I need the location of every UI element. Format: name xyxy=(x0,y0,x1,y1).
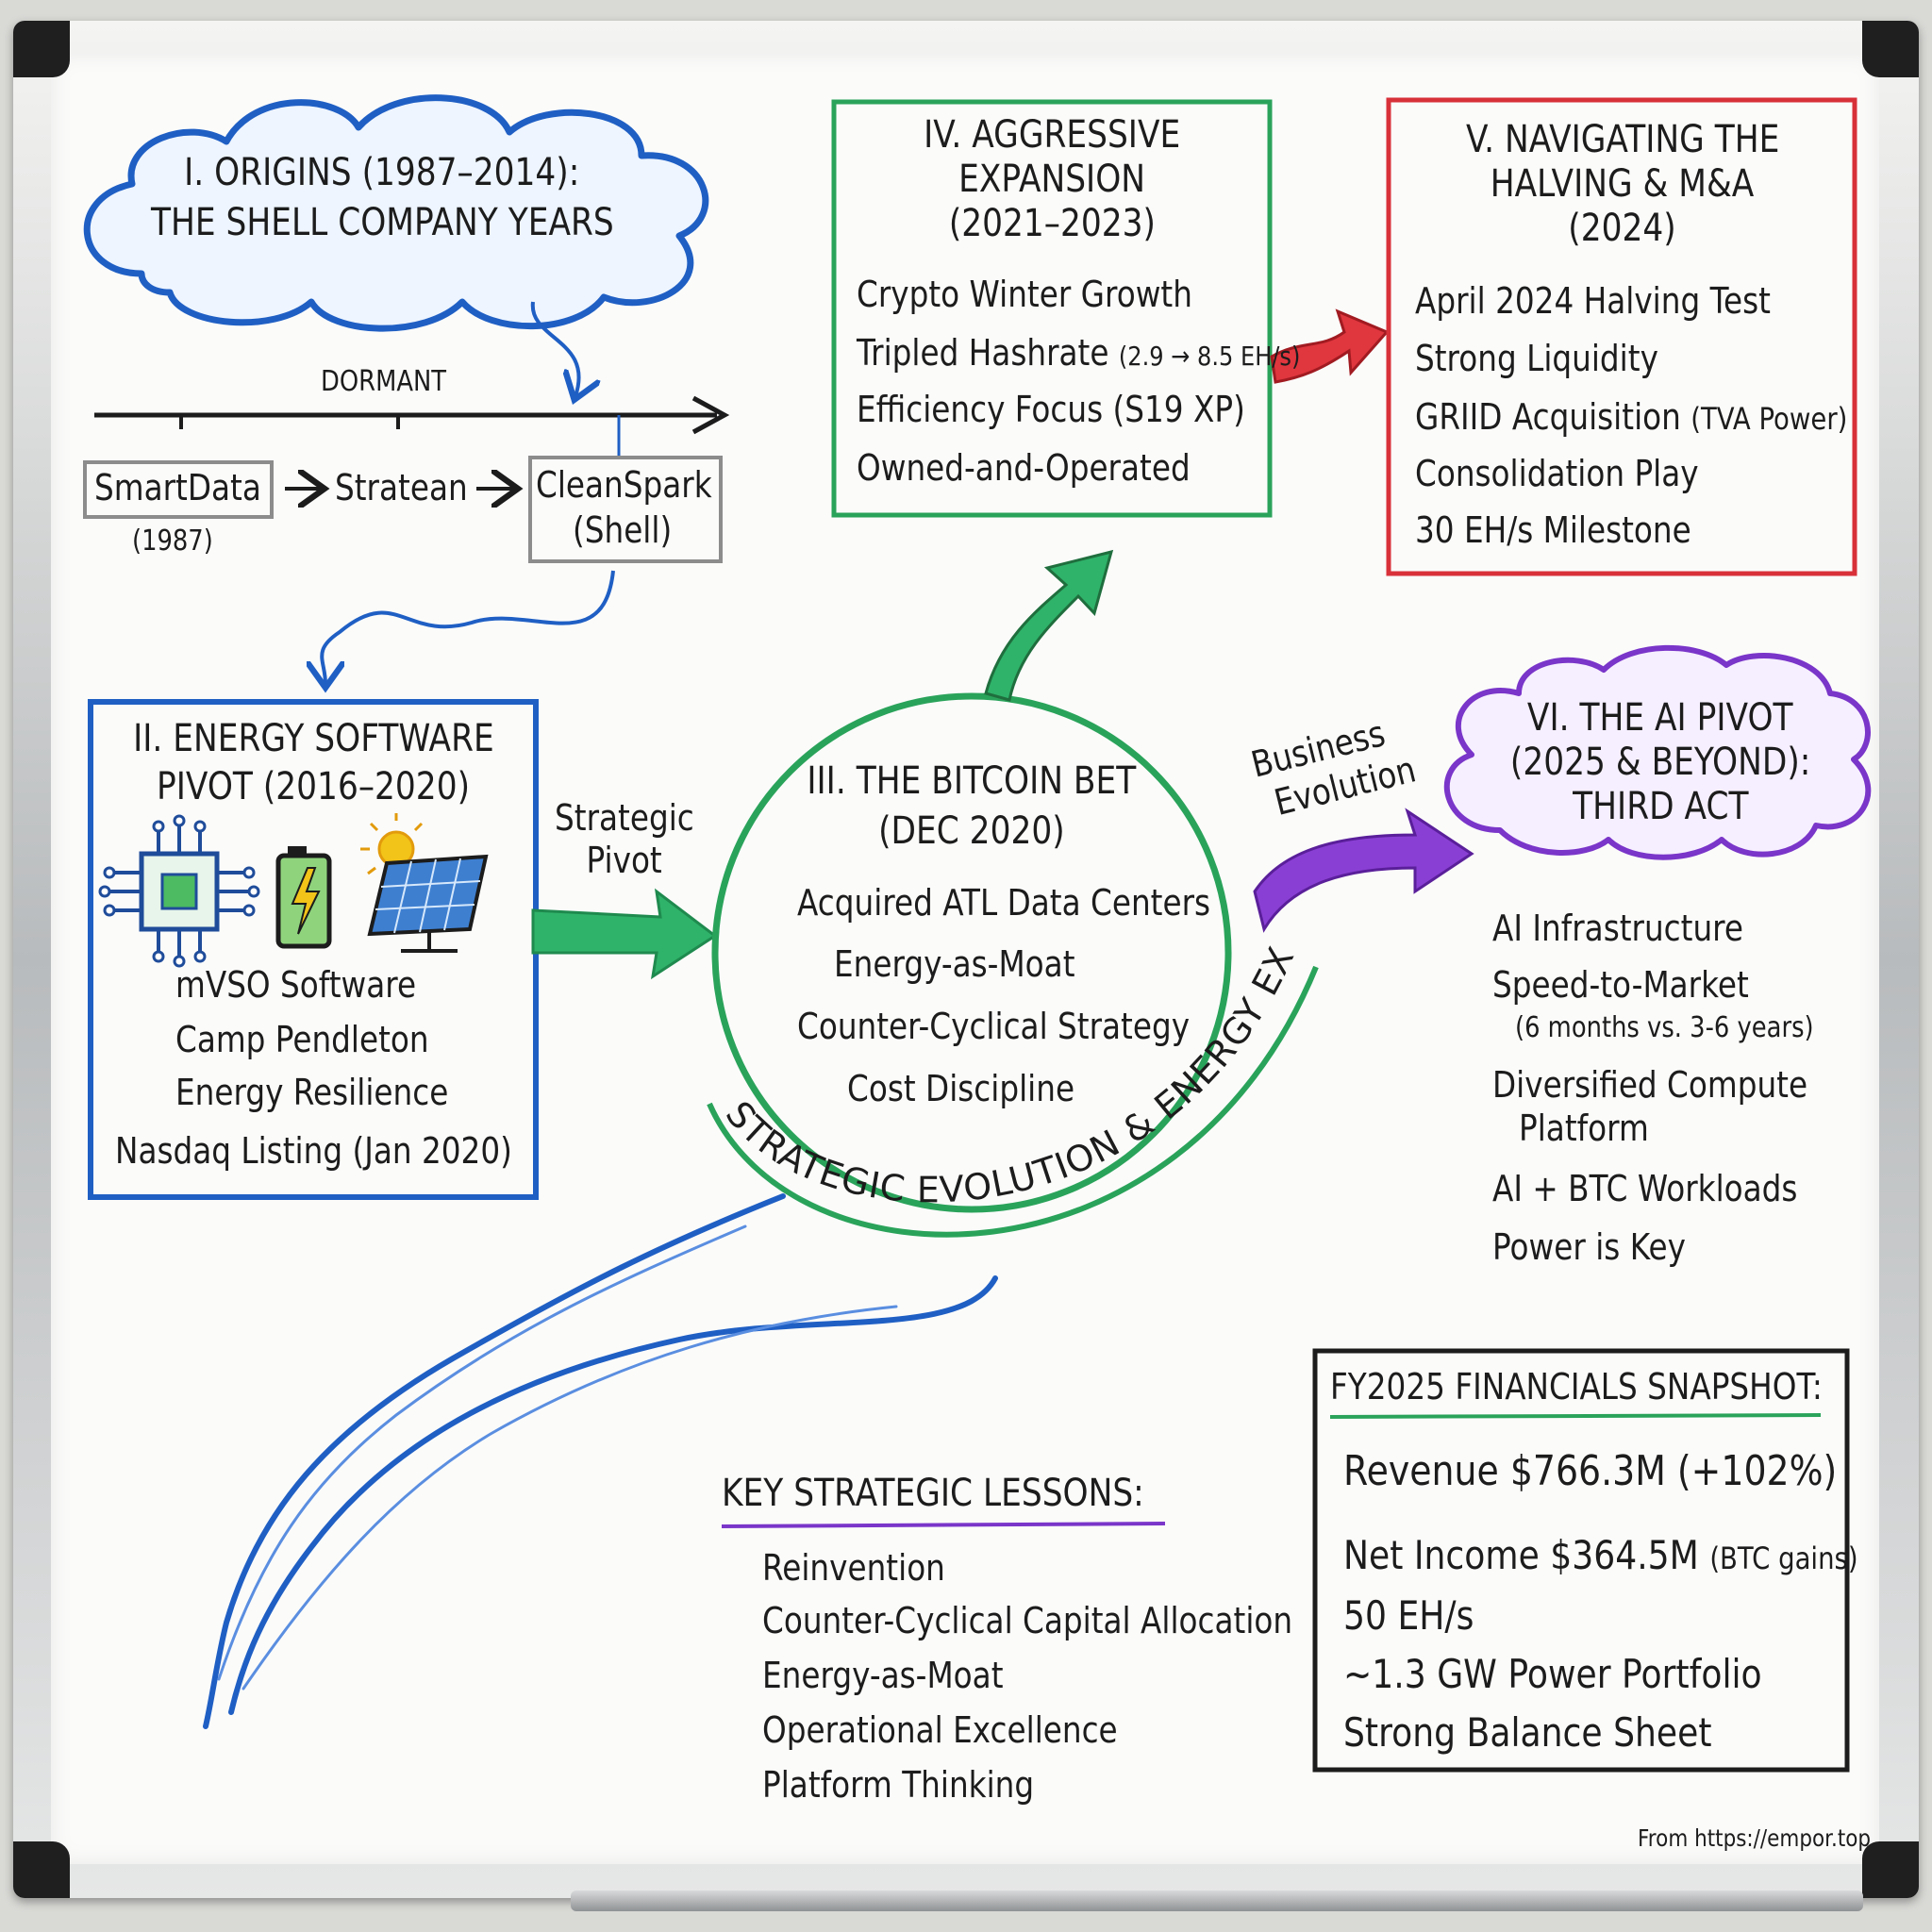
expansion-hashrate: Tripled Hashrate (2.9 → 8.5 EH/s) xyxy=(857,332,1301,374)
lesson-item-5: Platform Thinking xyxy=(762,1764,1035,1806)
blue-swoosh xyxy=(203,1193,998,1729)
smartdata-box xyxy=(83,460,274,519)
ai-pivot-title: VI. THE AI PIVOT (2025 & BEYOND): THIRD … xyxy=(1509,696,1811,829)
dormant-label: DORMANT xyxy=(321,365,447,398)
lessons-underline xyxy=(721,1522,1166,1528)
lessons-title: KEY STRATEGIC LESSONS: xyxy=(722,1472,1144,1515)
shell-to-software-arrow xyxy=(322,570,615,684)
financials-power: ~1.3 GW Power Portfolio xyxy=(1343,1651,1762,1697)
cleanspark-box xyxy=(528,456,723,563)
bitcoin-item-4: Cost Discipline xyxy=(847,1068,1075,1109)
origins-title-line-2: THE SHELL COMPANY YEARS xyxy=(150,201,614,245)
financials-box xyxy=(1312,1348,1850,1773)
lesson-item-1: Reinvention xyxy=(762,1547,945,1589)
halving-griid: GRIID Acquisition (TVA Power) xyxy=(1415,396,1848,438)
frame-corner-bottom-left xyxy=(13,1841,70,1898)
business-evolution-arrow xyxy=(1253,808,1474,933)
software-item-1: mVSO Software xyxy=(175,964,417,1006)
ai-item-3-cont: Platform xyxy=(1519,1108,1649,1149)
software-item-4: Nasdaq Listing (Jan 2020) xyxy=(115,1130,512,1172)
halving-griid-note: (TVA Power) xyxy=(1690,401,1848,437)
expansion-title: IV. AGGRESSIVE EXPANSION (2021–2023) xyxy=(923,113,1181,246)
bitcoin-item-3: Counter-Cyclical Strategy xyxy=(797,1006,1191,1047)
frame-corner-top-left xyxy=(13,21,70,77)
marker-tray xyxy=(571,1890,1863,1911)
strategic-pivot-arrow xyxy=(531,888,718,980)
ai-item-2-note: (6 months vs. 3-6 years) xyxy=(1515,1011,1814,1044)
origins-cloud xyxy=(83,94,709,332)
chip-icon xyxy=(98,814,260,968)
financials-hashrate: 50 EH/s xyxy=(1343,1592,1474,1639)
software-item-3: Energy Resilience xyxy=(175,1072,449,1113)
stage-cleanspark: CleanSpark xyxy=(536,464,712,506)
strategic-pivot-label: Strategic Pivot xyxy=(555,797,694,881)
ai-item-1: AI Infrastructure xyxy=(1492,908,1744,949)
bitcoin-item-1: Acquired ATL Data Centers xyxy=(797,882,1211,924)
ai-item-3: Diversified Compute xyxy=(1492,1064,1808,1106)
stage-smartdata: SmartData xyxy=(94,467,261,508)
battery-icon xyxy=(275,846,332,949)
bitcoin-item-2: Energy-as-Moat xyxy=(834,943,1075,985)
expansion-efficiency: Efficiency Focus (S19 XP) xyxy=(857,389,1245,430)
arc-underline xyxy=(707,965,1319,1238)
source-credit: From https://empor.top xyxy=(1638,1824,1872,1852)
solar-panel-icon xyxy=(360,813,489,953)
expansion-item-4: Owned-and-Operated xyxy=(857,447,1191,489)
ai-pivot-cloud xyxy=(1444,644,1872,860)
aggressive-expansion-box xyxy=(831,99,1273,518)
frame-corner-bottom-right xyxy=(1862,1841,1919,1898)
halving-item-3: Consolidation Play xyxy=(1415,453,1699,494)
stage-stratean: Stratean xyxy=(335,467,468,508)
halving-item-1: April 2024 Halving Test xyxy=(1415,280,1771,322)
financials-net-income: Net Income $364.5M (BTC gains) xyxy=(1343,1532,1858,1578)
lesson-item-2: Counter-Cyclical Capital Allocation xyxy=(762,1600,1293,1641)
financials-title: FY2025 FINANCIALS SNAPSHOT: xyxy=(1330,1366,1823,1407)
bitcoin-bet-title: III. THE BITCOIN BET (DEC 2020) xyxy=(807,759,1137,854)
software-item-2: Camp Pendleton xyxy=(175,1019,429,1060)
origins-title-line-1: I. ORIGINS (1987–2014): xyxy=(184,151,580,194)
halving-title: V. NAVIGATING THE HALVING & M&A (2024) xyxy=(1465,118,1780,251)
financials-underline xyxy=(1329,1413,1822,1419)
financials-balance-sheet: Strong Balance Sheet xyxy=(1343,1709,1712,1756)
financials-net-income-note: (BTC gains) xyxy=(1709,1541,1858,1576)
cloud-to-timeline-arrow xyxy=(530,301,579,396)
financials-revenue: Revenue $766.3M (+102%) xyxy=(1343,1447,1838,1495)
ai-item-2: Speed-to-Market xyxy=(1492,964,1749,1006)
bitcoin-bet-circle xyxy=(711,692,1232,1213)
halving-box xyxy=(1386,97,1857,576)
ai-item-5: Power is Key xyxy=(1492,1226,1686,1268)
ai-item-4: AI + BTC Workloads xyxy=(1492,1168,1798,1209)
halving-item-4: 30 EH/s Milestone xyxy=(1415,509,1691,551)
lesson-item-4: Operational Excellence xyxy=(762,1709,1118,1751)
expansion-item-1: Crypto Winter Growth xyxy=(857,274,1192,315)
stage-cleanspark-note: (Shell) xyxy=(573,509,673,551)
timeline-arrowhead xyxy=(691,395,730,435)
whiteboard-surface xyxy=(51,53,1879,1864)
origins-title: I. ORIGINS (1987–2014): THE SHELL COMPAN… xyxy=(113,151,651,245)
energy-software-title: II. ENERGY SOFTWARE PIVOT (2016–2020) xyxy=(132,717,494,809)
lesson-item-3: Energy-as-Moat xyxy=(762,1655,1004,1696)
stage-smartdata-year: (1987) xyxy=(132,525,213,558)
expansion-hashrate-note: (2.9 → 8.5 EH/s) xyxy=(1118,341,1301,372)
bitcoin-to-expansion-arrow xyxy=(984,549,1114,702)
halving-item-2: Strong Liquidity xyxy=(1415,338,1658,379)
expansion-to-halving-arrow xyxy=(1270,308,1390,384)
frame-corner-top-right xyxy=(1862,21,1919,77)
